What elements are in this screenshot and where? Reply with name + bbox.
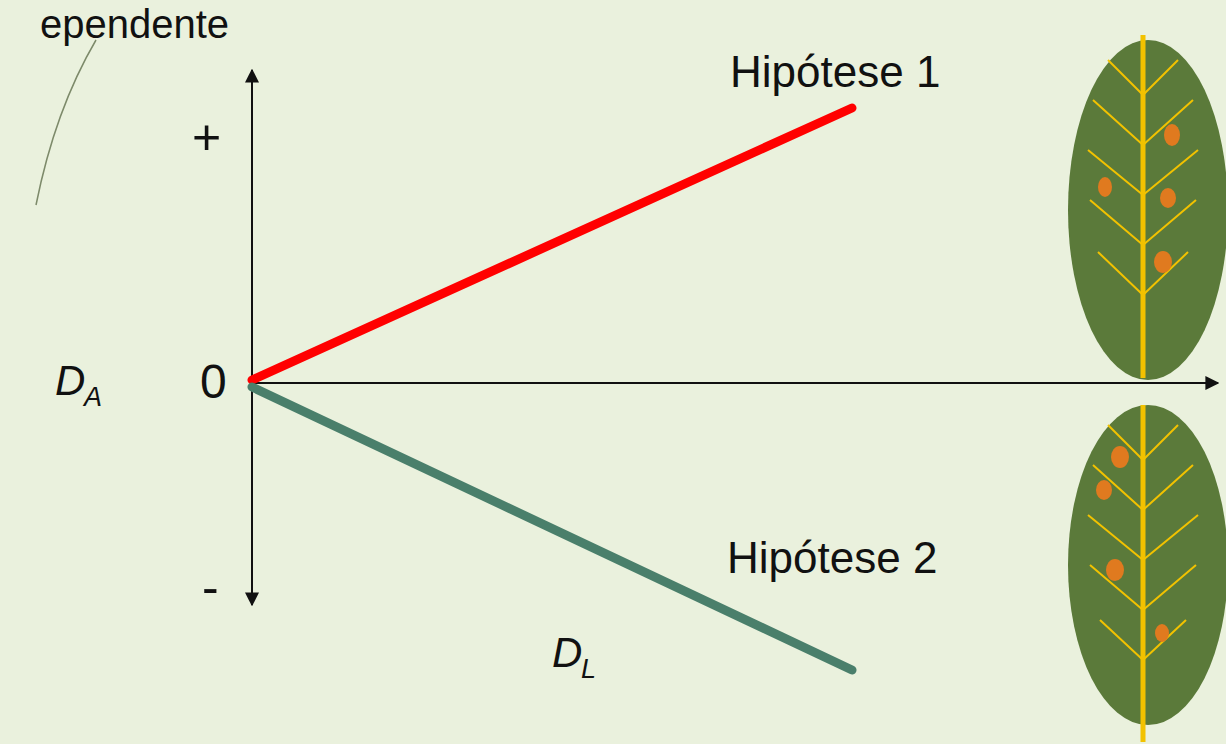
leaf-blade: [1068, 40, 1226, 380]
hypothesis-2-line: [252, 387, 852, 670]
sign-label: -: [202, 562, 219, 612]
leaf-spots: [1096, 446, 1169, 642]
axis-subscript: A: [84, 384, 102, 411]
hypothesis-label: Hipótese 2: [727, 536, 937, 580]
axis-symbol: D: [55, 360, 85, 402]
hypothesis-1-line: [252, 108, 852, 380]
leaf-midrib: [1141, 35, 1146, 378]
axis-title: ependente: [40, 4, 229, 44]
decor-curve: [36, 40, 96, 205]
axis-symbol: D: [552, 632, 582, 674]
hypothesis-label: Hipótese 1: [730, 50, 940, 94]
leaf-midrib: [1141, 405, 1146, 742]
origin-label: 0: [200, 358, 227, 406]
leaf-blade: [1068, 405, 1226, 725]
axis-subscript: L: [581, 656, 596, 683]
leaf-spots: [1098, 124, 1180, 273]
leaf-bottom: [1068, 405, 1226, 742]
sign-label: +: [192, 112, 221, 162]
y-axis: [251, 70, 253, 605]
x-axis: [252, 382, 1218, 384]
leaf-top: [1068, 35, 1226, 380]
